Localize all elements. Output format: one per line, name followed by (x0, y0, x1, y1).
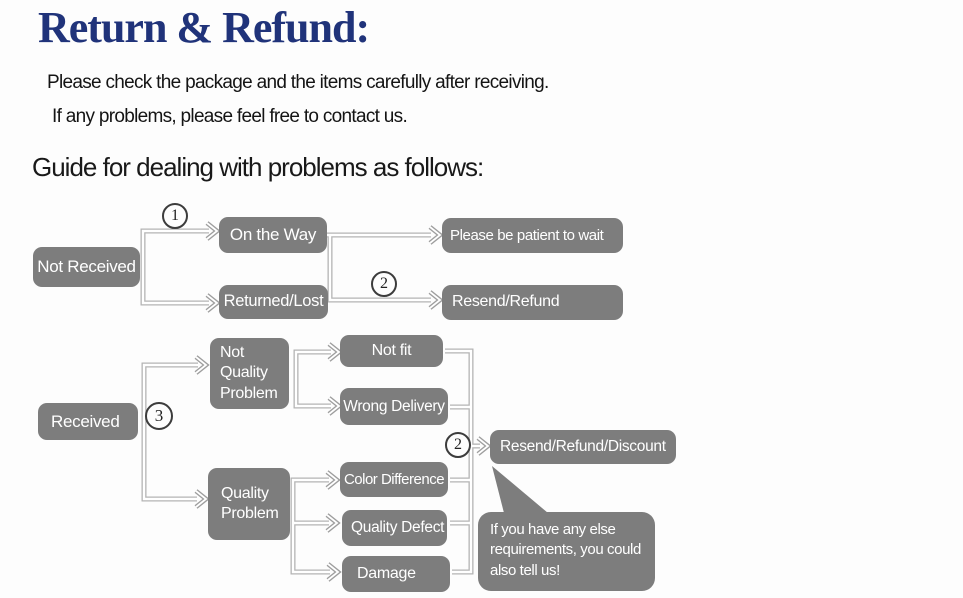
page-title: Return & Refund: (38, 3, 370, 52)
step-badge-2-bottom: 2 (445, 432, 471, 458)
node-on-the-way: On the Way (219, 217, 327, 253)
node-not-received: Not Received (33, 247, 140, 287)
step-badge-1: 1 (162, 203, 188, 229)
node-not-quality-problem: Not Quality Problem (210, 338, 289, 409)
intro-line-1: Please check the package and the items c… (47, 72, 549, 93)
node-not-fit: Not fit (340, 335, 443, 367)
node-quality-problem: Quality Problem (208, 468, 290, 540)
node-resend-refund: Resend/Refund (442, 285, 623, 320)
node-damage: Damage (342, 556, 450, 592)
speech-bubble-note: If you have any else requirements, you c… (478, 512, 655, 591)
node-resend-refund-discount: Resend/Refund/Discount (490, 430, 676, 464)
intro-line-2: If any problems, please feel free to con… (52, 106, 408, 127)
guide-heading: Guide for dealing with problems as follo… (32, 152, 484, 182)
node-please-be-patient: Please be patient to wait (442, 218, 623, 253)
step-badge-3: 3 (145, 402, 173, 430)
step-badge-2-top: 2 (371, 271, 397, 297)
node-wrong-delivery: Wrong Delivery (340, 388, 448, 425)
node-quality-defect: Quality Defect (342, 510, 447, 546)
node-returned-lost: Returned/Lost (219, 285, 328, 319)
speech-bubble-tail (492, 466, 548, 513)
node-received: Received (38, 403, 138, 440)
node-color-difference: Color Difference (340, 462, 448, 497)
